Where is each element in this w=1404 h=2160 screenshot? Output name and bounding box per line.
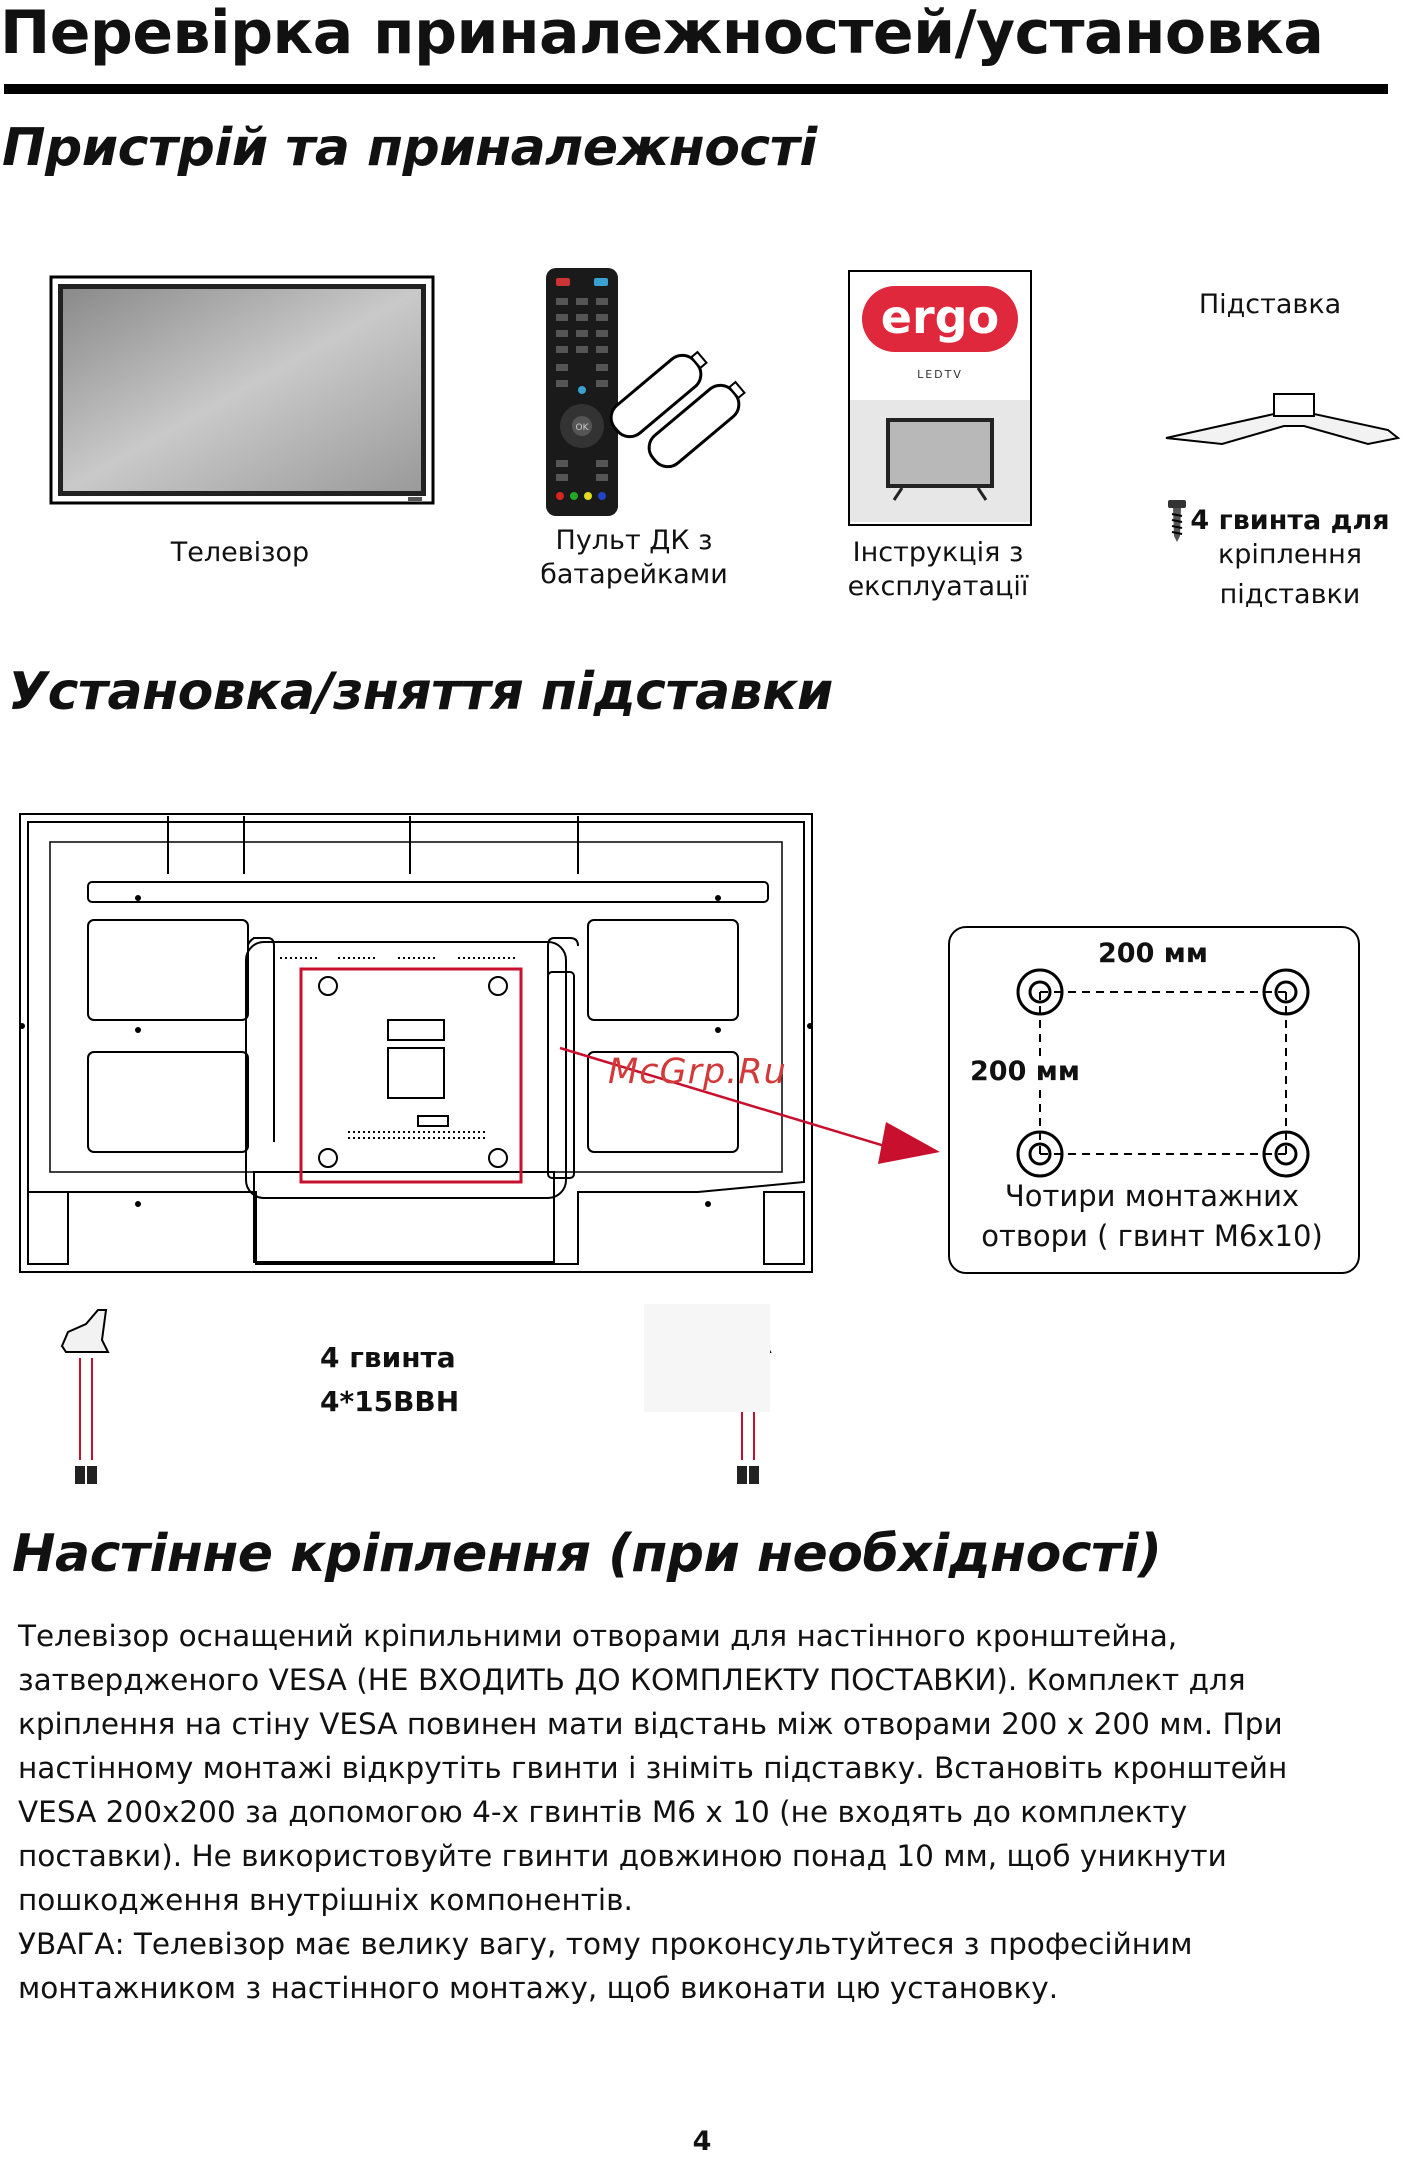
manual-ledtv: LEDTV bbox=[917, 368, 963, 381]
page-number: 4 bbox=[692, 2126, 712, 2157]
ergo-logo: ergo bbox=[862, 286, 1018, 352]
page-title: Перевірка приналежностей/установка bbox=[0, 0, 1324, 68]
remote-label: Пульт ДК з батарейками bbox=[540, 525, 728, 590]
svg-text:OK: OK bbox=[576, 423, 590, 433]
tv-back-diagram bbox=[19, 813, 940, 1273]
wall-mount-heading: Настінне кріплення (при необхідності) bbox=[12, 1524, 1162, 1584]
image-placeholder bbox=[644, 1304, 770, 1412]
stand-icon bbox=[1165, 393, 1401, 446]
stand-install-heading: Установка/зняття підставки bbox=[8, 662, 833, 722]
manual-booklet: ergo LEDTV bbox=[848, 270, 1032, 526]
battery-icon bbox=[609, 350, 708, 439]
battery-icon bbox=[647, 380, 746, 469]
screw-icon bbox=[1168, 500, 1186, 542]
vesa-horizontal-label: 200 мм bbox=[1098, 938, 1208, 969]
accessories-heading: Пристрій та приналежності bbox=[2, 118, 817, 178]
stand-screws-info: 4 гвинта 4*15BBH bbox=[320, 1341, 460, 1418]
screw-icon bbox=[75, 1466, 97, 1484]
vesa-pattern-box bbox=[948, 926, 1360, 1274]
vesa-caption: Чотири монтажних отвори ( гвинт M6x10) bbox=[981, 1179, 1323, 1253]
wall-mount-text: Телевізор оснащений кріпильними отворами… bbox=[18, 1614, 1358, 2010]
tv-label: Телевізор bbox=[170, 537, 310, 568]
manual-tv-icon bbox=[886, 418, 994, 501]
stand-label: Підставка bbox=[1198, 289, 1342, 320]
stand-foot-left bbox=[60, 1309, 110, 1484]
watermark: McGrp.Ru bbox=[608, 1052, 787, 1092]
title-rule bbox=[4, 84, 1388, 94]
manual-label: Інструкція з експлуатації bbox=[847, 537, 1029, 602]
wall-mount-paragraph: Телевізор оснащений кріпильними отворами… bbox=[18, 1619, 1288, 1917]
tv-front-illustration bbox=[49, 275, 435, 505]
vesa-pattern-diagram bbox=[1016, 968, 1310, 1178]
vesa-highlight bbox=[299, 967, 523, 1184]
remote-control-icon: OK bbox=[546, 268, 746, 516]
wall-mount-warning: УВАГА: Телевізор має велику вагу, тому п… bbox=[18, 1927, 1193, 2005]
screw-icon bbox=[737, 1466, 759, 1484]
stand-screws-label: 4 гвинта для кріплення підставки bbox=[1190, 505, 1390, 610]
vesa-vertical-label: 200 мм bbox=[970, 1056, 1080, 1087]
